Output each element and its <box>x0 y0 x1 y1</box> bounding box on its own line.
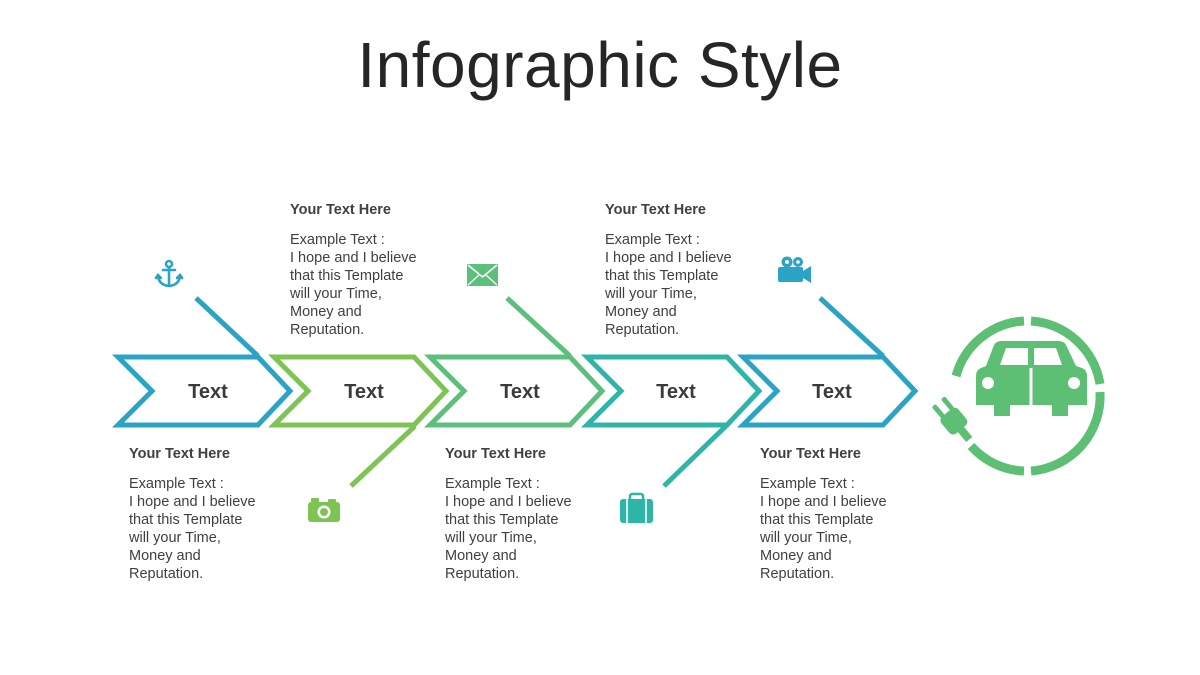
text-block-heading: Your Text Here <box>445 446 546 462</box>
text-block-heading: Your Text Here <box>760 446 861 462</box>
text-block-4: Your Text Here Example Text : I hope and… <box>605 201 775 339</box>
chevron-step-4 <box>580 354 763 428</box>
envelope-icon <box>467 264 498 286</box>
chevron-step-1 <box>111 354 294 428</box>
text-block-body: Example Text : I hope and I believe that… <box>290 232 417 338</box>
text-block-5: Your Text Here Example Text : I hope and… <box>760 445 930 583</box>
slide-title: Infographic Style <box>357 29 843 101</box>
camera-icon <box>308 498 340 522</box>
chevron-step-5 <box>736 354 919 428</box>
connector-line-2 <box>349 424 417 488</box>
video-camera-icon <box>778 256 811 283</box>
text-block-heading: Your Text Here <box>605 202 706 218</box>
chevron-step-2 <box>267 354 450 428</box>
chevron-label-4: Text <box>656 381 696 403</box>
text-block-body: Example Text : I hope and I believe that… <box>129 476 256 582</box>
briefcase-icon <box>620 492 653 523</box>
connector-line-4 <box>662 424 728 488</box>
connector-line-5 <box>818 296 885 358</box>
chevron-step-3 <box>423 354 606 428</box>
chevron-label-3: Text <box>500 381 540 403</box>
text-block-heading: Your Text Here <box>129 446 230 462</box>
text-block-body: Example Text : I hope and I believe that… <box>605 232 732 338</box>
chevron-label-5: Text <box>812 381 852 403</box>
anchor-icon <box>154 259 184 288</box>
connector-line-1 <box>194 296 260 358</box>
text-block-3: Your Text Here Example Text : I hope and… <box>445 445 615 583</box>
text-block-body: Example Text : I hope and I believe that… <box>445 476 572 582</box>
text-block-2: Your Text Here Example Text : I hope and… <box>290 201 460 339</box>
electric-car-icon <box>932 316 1105 476</box>
chevron-label-1: Text <box>188 381 228 403</box>
text-block-body: Example Text : I hope and I believe that… <box>760 476 887 582</box>
text-block-1: Your Text Here Example Text : I hope and… <box>129 445 299 583</box>
text-block-heading: Your Text Here <box>290 202 391 218</box>
connector-line-3 <box>505 296 572 358</box>
chevron-label-2: Text <box>344 381 384 403</box>
